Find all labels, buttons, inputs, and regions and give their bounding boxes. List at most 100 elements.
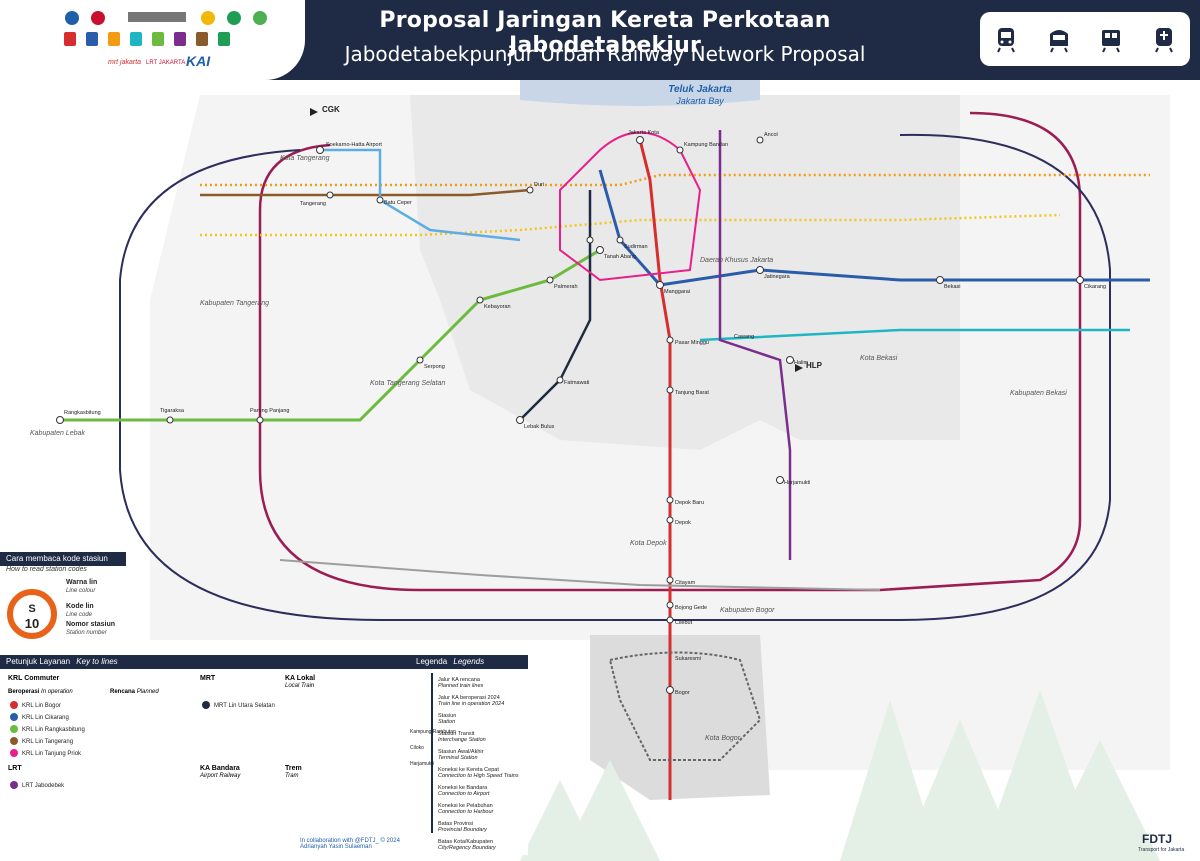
station-label: Jatinegara (764, 274, 791, 280)
legend-entry: Stasiun (438, 713, 456, 719)
station-number-label-en: Station number (66, 630, 108, 636)
station-markers (56, 136, 1084, 694)
legend-entry-en: Train line in operation 2024 (438, 701, 504, 707)
station-label: Cikarang (1084, 284, 1106, 290)
legend-entry-en: Planned train lines (438, 683, 484, 689)
page-subtitle: Jabodetabekpunjur Urban Railway Network … (344, 42, 866, 66)
station-marker (556, 376, 564, 384)
garuda-logo-icon (91, 11, 105, 25)
example-station: Kampung Rambutan (410, 729, 456, 735)
region-label: Kota Bogor (705, 735, 741, 742)
line-color-icon (10, 737, 18, 745)
tram-header: Trem (285, 765, 302, 772)
station-marker (376, 196, 384, 204)
station-label: Depok (675, 520, 691, 526)
dki-region (410, 95, 960, 450)
planned-label-en: Planned (136, 689, 159, 695)
region-logos-icon (64, 32, 230, 46)
station-marker (666, 576, 674, 584)
legend-entry: Koneksi ke Pelabuhan (438, 803, 493, 809)
page-title: Proposal Jaringan Kereta Perkotaan Jabod… (379, 8, 831, 58)
legend-entry-en: Provincial Boundary (438, 827, 488, 833)
station-marker (756, 266, 764, 274)
station-label: Cawang (734, 334, 754, 340)
station-label: Depok Baru (675, 500, 704, 506)
station-label: Parung Panjang (250, 408, 289, 414)
lrt-line-list: LRT Jabodebek (10, 781, 65, 789)
example-station: Harjamukti (410, 761, 434, 767)
station-label: Tanah Abang (604, 254, 636, 260)
station-label: Cilebut (675, 620, 693, 626)
station-label: Kebayoran (484, 304, 511, 310)
station-label: Ancol (764, 132, 778, 138)
station-label: Tanjung Barat (675, 390, 709, 396)
station-marker (526, 186, 534, 194)
bay-label-en: Jakarta Bay (675, 96, 724, 106)
line-code-label-en: Line code (66, 612, 93, 618)
legend-entry-en: Connection to Harbour (438, 809, 495, 815)
line-item: MRT Lin Utara Selatan (214, 703, 275, 709)
station-marker (616, 236, 624, 244)
line-color-icon (202, 701, 210, 709)
station-code-title-en: How to read station codes (6, 566, 87, 573)
line-color-icon (10, 725, 18, 733)
brown-line (200, 188, 531, 197)
region-label: Kabupaten Tangerang (200, 300, 269, 307)
line-colour-label-en: Line colour (66, 588, 96, 594)
operating-label-en: In operation (41, 689, 73, 695)
legend-entry-en: Terminal Station (438, 755, 478, 761)
station-marker (676, 146, 684, 154)
station-marker (666, 686, 674, 694)
station-label: Pasar Minggu (675, 340, 709, 346)
collab-year: © 2024 (380, 838, 400, 844)
legend-entry: Stasiun Awal/Akhir (438, 749, 484, 755)
kai-logo-text: KAI (186, 53, 211, 69)
region-label: Kabupaten Bekasi (1010, 390, 1067, 397)
planned-label: Rencana (110, 689, 136, 695)
legend-entry: Jalur KA beroperasi 2024 (438, 695, 500, 701)
bappenas-logo-icon (227, 11, 241, 25)
region-label: Kota Tangerang (280, 155, 330, 162)
local-header-en: Local Train (285, 683, 315, 689)
station-label: Fatmawati (564, 380, 589, 386)
mrt-logo-text: mrt jakarta (108, 59, 141, 66)
region-label: Daerah Khusus Jakarta (700, 257, 773, 264)
station-label: Sudirman (624, 244, 648, 250)
line-color-icon (10, 749, 18, 757)
airport-header-en: Airport Railway (200, 773, 241, 779)
loop-line (559, 131, 702, 282)
lrt-line (718, 130, 792, 560)
railway-map: Teluk Jakarta Jakarta Bay (30, 80, 1170, 861)
hills-decoration (520, 690, 1160, 861)
line-color-icon (10, 713, 18, 721)
collab-handle: @FDTJ_ (354, 838, 379, 844)
station-label: Duri (534, 182, 544, 188)
station-label: Batu Ceper (384, 200, 412, 206)
key-to-lines: Petunjuk Layanan Key to lines KRL Commut… (0, 655, 416, 855)
station-marker (776, 476, 784, 484)
region-label: Kota Tangerang Selatan (370, 380, 445, 387)
krl-header: KRL Commuter (8, 675, 60, 682)
station-marker (756, 136, 764, 144)
station-marker (546, 276, 554, 284)
legend-entry: Jalur KA rencana (438, 677, 481, 683)
key-title-en: Key to lines (76, 657, 118, 666)
metro-icon (1049, 30, 1068, 53)
outer-ring-line (258, 111, 1082, 592)
jica-logo-icon (65, 11, 79, 25)
legend-entry-en: Connection to High Speed Trains (438, 773, 519, 779)
outer-loop-line (119, 133, 1111, 621)
airport-header: KA Bandara (200, 765, 240, 772)
bogor-region (590, 635, 770, 800)
pu-logo-icon (201, 11, 215, 25)
hlp-label: HLP (806, 361, 823, 370)
station-marker (166, 416, 174, 424)
station-marker (416, 356, 424, 364)
orange-line (200, 173, 1150, 187)
station-label: Jakarta Kota (628, 130, 660, 136)
kemenhub-logo-icon (253, 11, 267, 25)
brand-sub: Transport for Jakarta (1138, 847, 1185, 853)
station-marker (666, 616, 674, 624)
station-marker (586, 236, 594, 244)
code-number: 10 (25, 616, 39, 631)
